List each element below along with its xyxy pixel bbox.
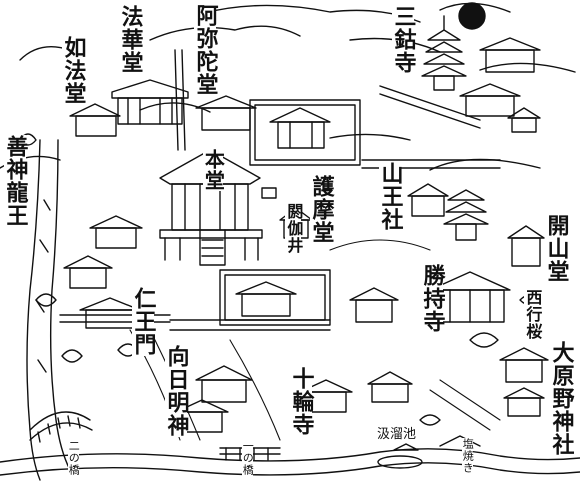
label-kaisando: 開山堂 <box>543 214 570 283</box>
mountain-ridges <box>0 4 576 171</box>
arched-bridge <box>29 411 93 443</box>
sun-icon <box>439 2 511 30</box>
label-ninohashi: 二の橋 <box>67 440 81 476</box>
trees <box>19 133 541 426</box>
label-ichinohashi: 一の橋 <box>241 440 255 476</box>
label-niomon: 仁王門 <box>130 287 157 356</box>
label-mukomyojin: 向日明神 <box>163 345 190 437</box>
label-jurinji: 十輪寺 <box>288 367 315 436</box>
label-saigyozakura: 西行桜 <box>523 289 543 340</box>
label-shojiji: 勝持寺 <box>419 264 446 333</box>
label-shioyaki: 塩焼き <box>461 438 475 474</box>
temple-walls <box>59 49 501 331</box>
label-kyuryuchi: 汲溜池 <box>377 427 417 442</box>
buildings <box>63 15 549 469</box>
label-sannosha: 山王社 <box>377 162 404 231</box>
bottom-stream <box>0 448 580 476</box>
label-oharanojinja: 大原野神社 <box>548 341 575 456</box>
label-hondo: 本堂 <box>201 149 226 191</box>
label-akai: 閼伽井 <box>284 203 304 254</box>
label-nyohodo: 如法堂 <box>60 36 87 105</box>
label-hokkedo: 法華堂 <box>117 5 144 74</box>
label-sankoji: 三鈷寺 <box>390 5 417 74</box>
river-stream <box>26 139 71 481</box>
label-gomado: 護摩堂 <box>308 175 335 244</box>
label-amidado: 阿弥陀堂 <box>192 4 219 96</box>
label-zenshinryuo: 善神龍王 <box>2 135 29 227</box>
